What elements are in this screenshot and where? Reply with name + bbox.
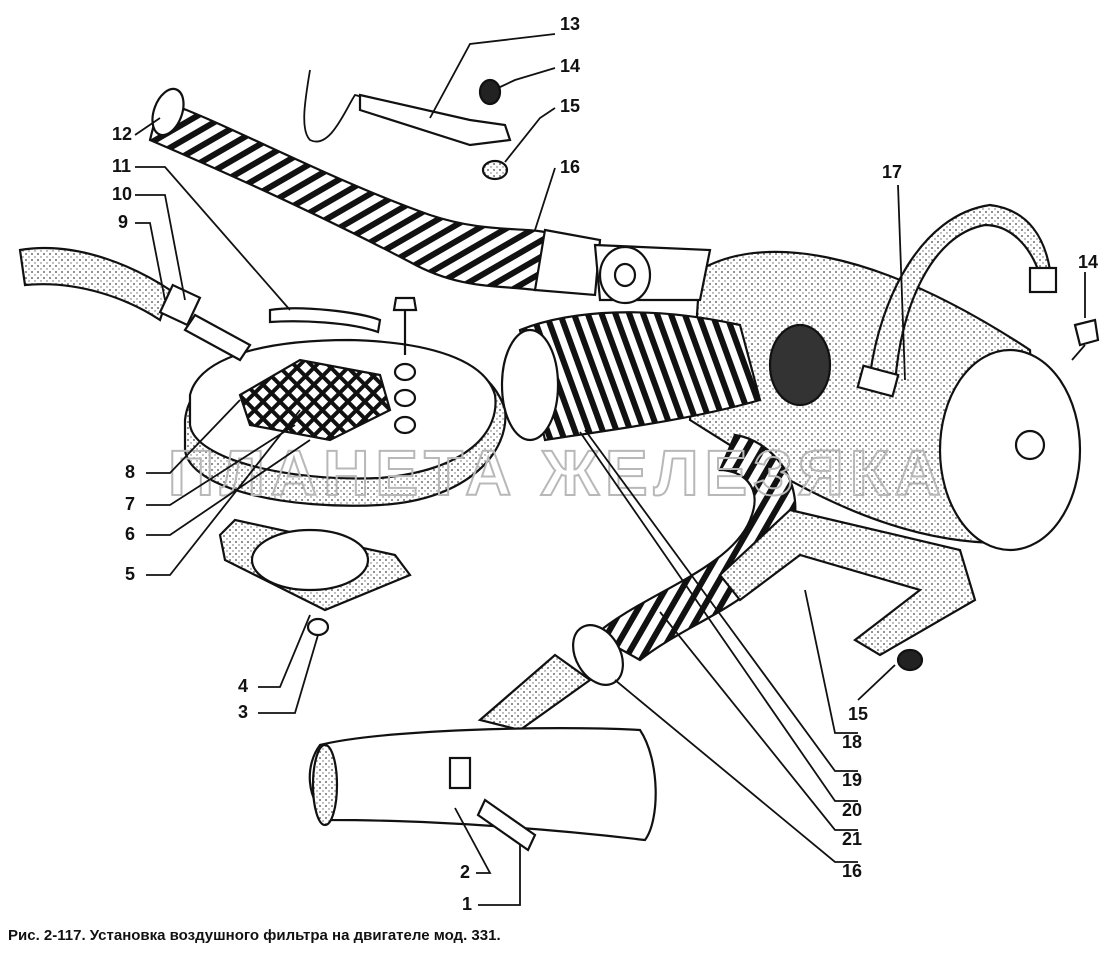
- callout-leader-12: [134, 117, 161, 136]
- callout-leader-4: [258, 614, 311, 688]
- callout-leader-1: [478, 845, 521, 906]
- callout-label-16: 16: [560, 157, 580, 177]
- upper-bracket-clamp: [303, 69, 512, 181]
- callout-label-16: 16: [842, 861, 862, 881]
- callout-leader-7: [146, 424, 296, 506]
- callout-leader-16: [534, 167, 556, 231]
- callout-label-10: 10: [112, 184, 132, 204]
- callout-label-3: 3: [238, 702, 248, 722]
- air-inlet-pipe: [308, 653, 657, 852]
- callout-leader-20: [579, 431, 858, 802]
- callout-leader-2: [454, 807, 492, 874]
- callout-leader-3: [258, 634, 319, 714]
- mounting-bracket: [718, 508, 977, 672]
- callout-leader-10: [135, 194, 186, 301]
- callout-label-19: 19: [842, 770, 862, 790]
- callout-label-1: 1: [462, 894, 472, 914]
- callout-label-2: 2: [460, 862, 470, 882]
- callout-label-12: 12: [112, 124, 132, 144]
- callout-label-5: 5: [125, 564, 135, 584]
- filter-strap: [856, 203, 1100, 398]
- callout-leader-8: [146, 399, 241, 474]
- gasket-plate: [218, 518, 412, 637]
- callout-label-14: 14: [1078, 252, 1098, 272]
- callout-leader-21: [659, 611, 858, 831]
- callout-label-20: 20: [842, 800, 862, 820]
- lower-corrugated-hose: [572, 433, 797, 686]
- callout-leader-11: [135, 166, 291, 311]
- callout-label-21: 21: [842, 829, 862, 849]
- callout-label-6: 6: [125, 524, 135, 544]
- vent-hose: [18, 246, 382, 362]
- callout-leader-14: [497, 67, 556, 89]
- callout-label-4: 4: [238, 676, 248, 696]
- callout-leader-15: [857, 664, 896, 701]
- callout-label-11: 11: [112, 156, 131, 176]
- upper-corrugated-hose: [148, 87, 602, 297]
- callout-label-14: 14: [560, 56, 580, 76]
- callout-leader-17: [897, 184, 906, 381]
- callout-leader-6: [146, 439, 311, 536]
- watermark-text: ПЛАНЕТА ЖЕЛЕЗЯКА: [168, 437, 947, 509]
- callout-label-15: 15: [560, 96, 580, 116]
- callout-leader-18: [804, 589, 858, 734]
- callout-label-9: 9: [118, 212, 128, 232]
- callout-leader-19: [584, 429, 858, 772]
- callout-label-18: 18: [842, 732, 862, 752]
- callout-leader-5: [146, 409, 301, 576]
- callout-label-7: 7: [125, 494, 135, 514]
- callout-label-15: 15: [848, 704, 868, 724]
- callout-label-13: 13: [560, 14, 580, 34]
- callout-label-17: 17: [882, 162, 902, 182]
- callout-leader-9: [135, 222, 166, 301]
- callout-leader-15: [504, 107, 556, 163]
- callout-leader-13: [429, 33, 556, 119]
- intake-bellows: [500, 311, 762, 442]
- callout-leader-16: [614, 679, 858, 863]
- callout-label-8: 8: [125, 462, 135, 482]
- figure-caption: Рис. 2-117. Установка воздушного фильтра…: [8, 927, 501, 944]
